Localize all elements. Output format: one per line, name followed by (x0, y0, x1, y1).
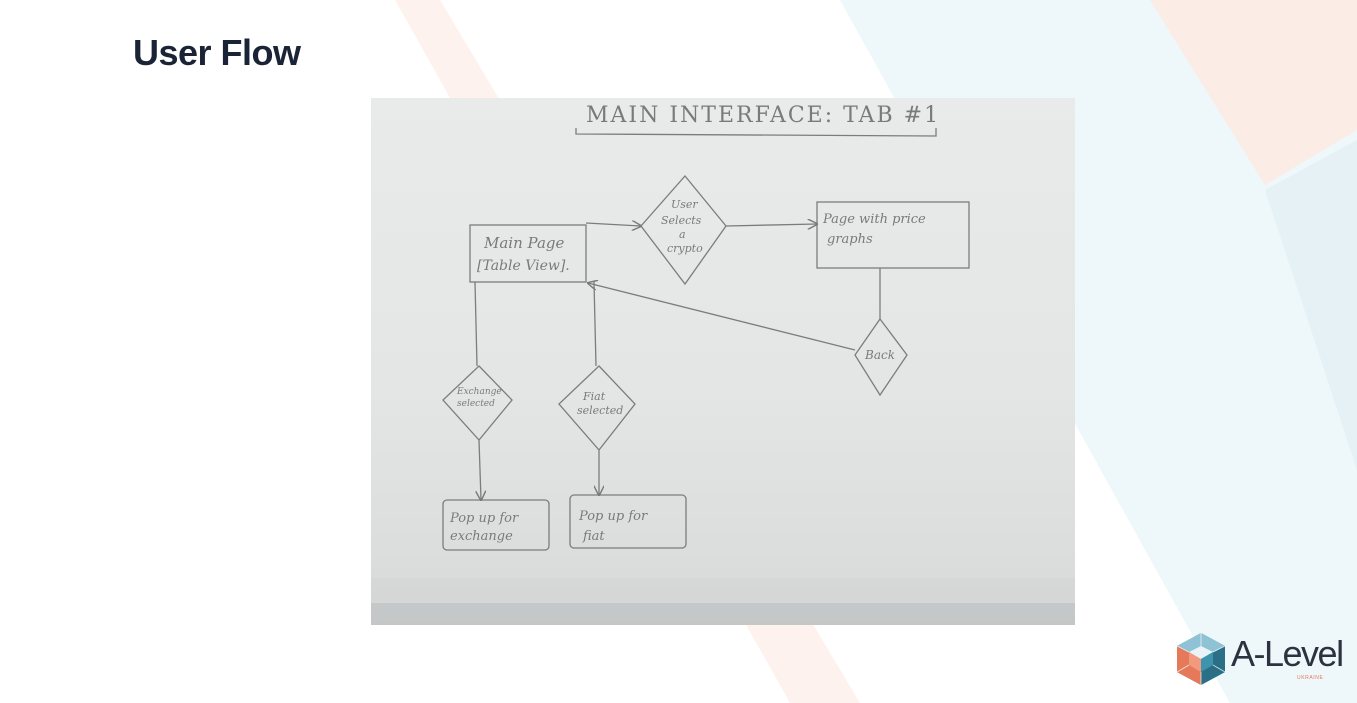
exchange-selected-label-1: Exchange (456, 387, 502, 397)
arrow-back-to-main (588, 283, 856, 351)
main-page-label: Main Page (483, 234, 564, 252)
arrow-exchange-to-popup (479, 439, 481, 500)
popup-fiat-label-2: fiat (582, 529, 605, 544)
popup-exchange-label-2: exchange (450, 529, 513, 544)
user-selects-label-4: crypto (667, 242, 703, 255)
back-label: Back (864, 348, 895, 362)
back-decision (854, 317, 908, 397)
logo-subtitle: UKRAINE (1297, 675, 1324, 681)
arrow-select-to-price (725, 224, 817, 226)
sketch-title: MAIN INTERFACE: TAB #1 (586, 103, 940, 128)
arrow-main-to-select (585, 223, 641, 226)
logo-wordmark: A-Level (1231, 633, 1344, 674)
popup-fiat-label-1: Pop up for (578, 509, 648, 524)
price-page-box (816, 201, 970, 269)
exchange-selected-label-2: selected (457, 399, 495, 409)
background-blue-corner (1265, 140, 1357, 470)
main-page-view-label: [Table View]. (477, 258, 570, 274)
user-selects-label-1: User (671, 198, 698, 211)
flowchart-sketch: MAIN INTERFACE: TAB #1 Main Page [Table … (371, 103, 1075, 625)
user-selects-label-2: Selects (661, 214, 702, 227)
line-main-to-exchange (474, 281, 478, 367)
background-peach-corner (1150, 0, 1357, 185)
fiat-selected-label-2: selected (577, 404, 623, 417)
user-selects-label-3: a (679, 228, 686, 241)
popup-exchange-label-1: Pop up for (449, 511, 519, 526)
line-main-to-fiat (593, 281, 597, 367)
user-selects-decision (640, 174, 727, 286)
main-page-box (469, 224, 587, 283)
fiat-selected-label-1: Fiat (582, 390, 606, 403)
a-level-logo: A-Level UKRAINE (1175, 630, 1344, 688)
sketch-title-underline (575, 128, 937, 137)
price-page-label-1: Page with price (822, 212, 926, 227)
popup-exchange-box (442, 499, 550, 551)
flowchart-sketch-photo: MAIN INTERFACE: TAB #1 Main Page [Table … (371, 98, 1075, 625)
price-page-label-2: graphs (827, 232, 873, 247)
popup-fiat-box (569, 494, 687, 549)
slide-title: User Flow (133, 32, 301, 73)
hexagon-cube-logo-icon (1176, 633, 1226, 685)
